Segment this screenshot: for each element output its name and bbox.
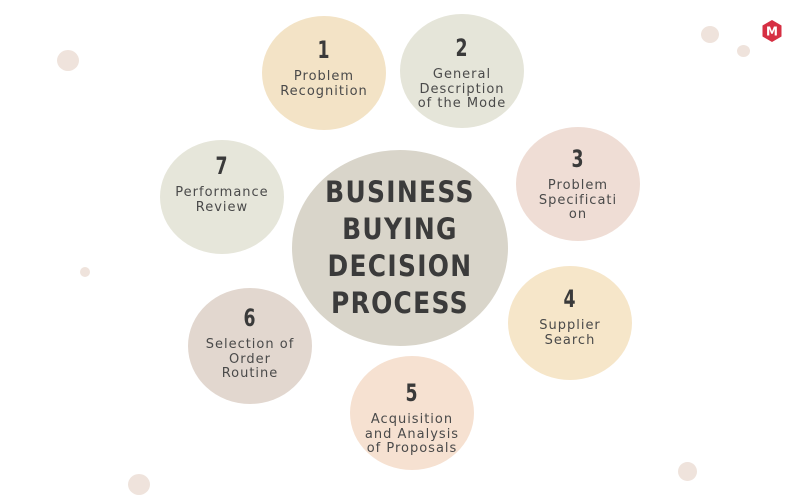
step-4-label: Supplier Search [539,318,601,348]
step-3-label: Problem Specificati on [538,178,618,222]
step-7-number: 7 [215,152,229,180]
step-5-number: 5 [405,379,419,407]
logo-badge [762,20,782,42]
step-1-number: 1 [317,36,331,64]
step-3-circle: 3 Problem Specificati on [516,127,640,241]
step-6-number: 6 [243,304,257,332]
step-7-circle: 7 Performance Review [160,140,284,254]
step-2-number: 2 [455,34,469,62]
step-5-label: Acquisition and Analysis of Proposals [364,412,460,456]
step-1-label: Problem Recognition [280,69,368,99]
decorative-dot [701,26,719,43]
m-logo-icon: M [762,20,782,42]
step-1-circle: 1 Problem Recognition [262,16,386,130]
logo-letter: M [766,25,778,39]
step-7-label: Performance Review [175,185,269,215]
step-5-circle: 5 Acquisition and Analysis of Proposals [350,356,474,470]
decorative-dot [80,267,90,277]
decorative-dot [57,50,79,71]
decorative-dot [678,462,697,481]
step-4-number: 4 [563,285,577,313]
step-3-number: 3 [571,145,585,173]
center-title: BUSINESS BUYING DECISION PROCESS [325,175,475,320]
step-6-circle: 6 Selection of Order Routine [188,288,312,404]
step-6-label: Selection of Order Routine [205,337,295,381]
center-title-circle: BUSINESS BUYING DECISION PROCESS [292,150,508,346]
step-2-circle: 2 General Description of the Mode [400,14,524,128]
decorative-dot [737,45,750,57]
step-4-circle: 4 Supplier Search [508,266,632,380]
step-2-label: General Description of the Mode [417,67,507,111]
decorative-dot [128,474,150,495]
